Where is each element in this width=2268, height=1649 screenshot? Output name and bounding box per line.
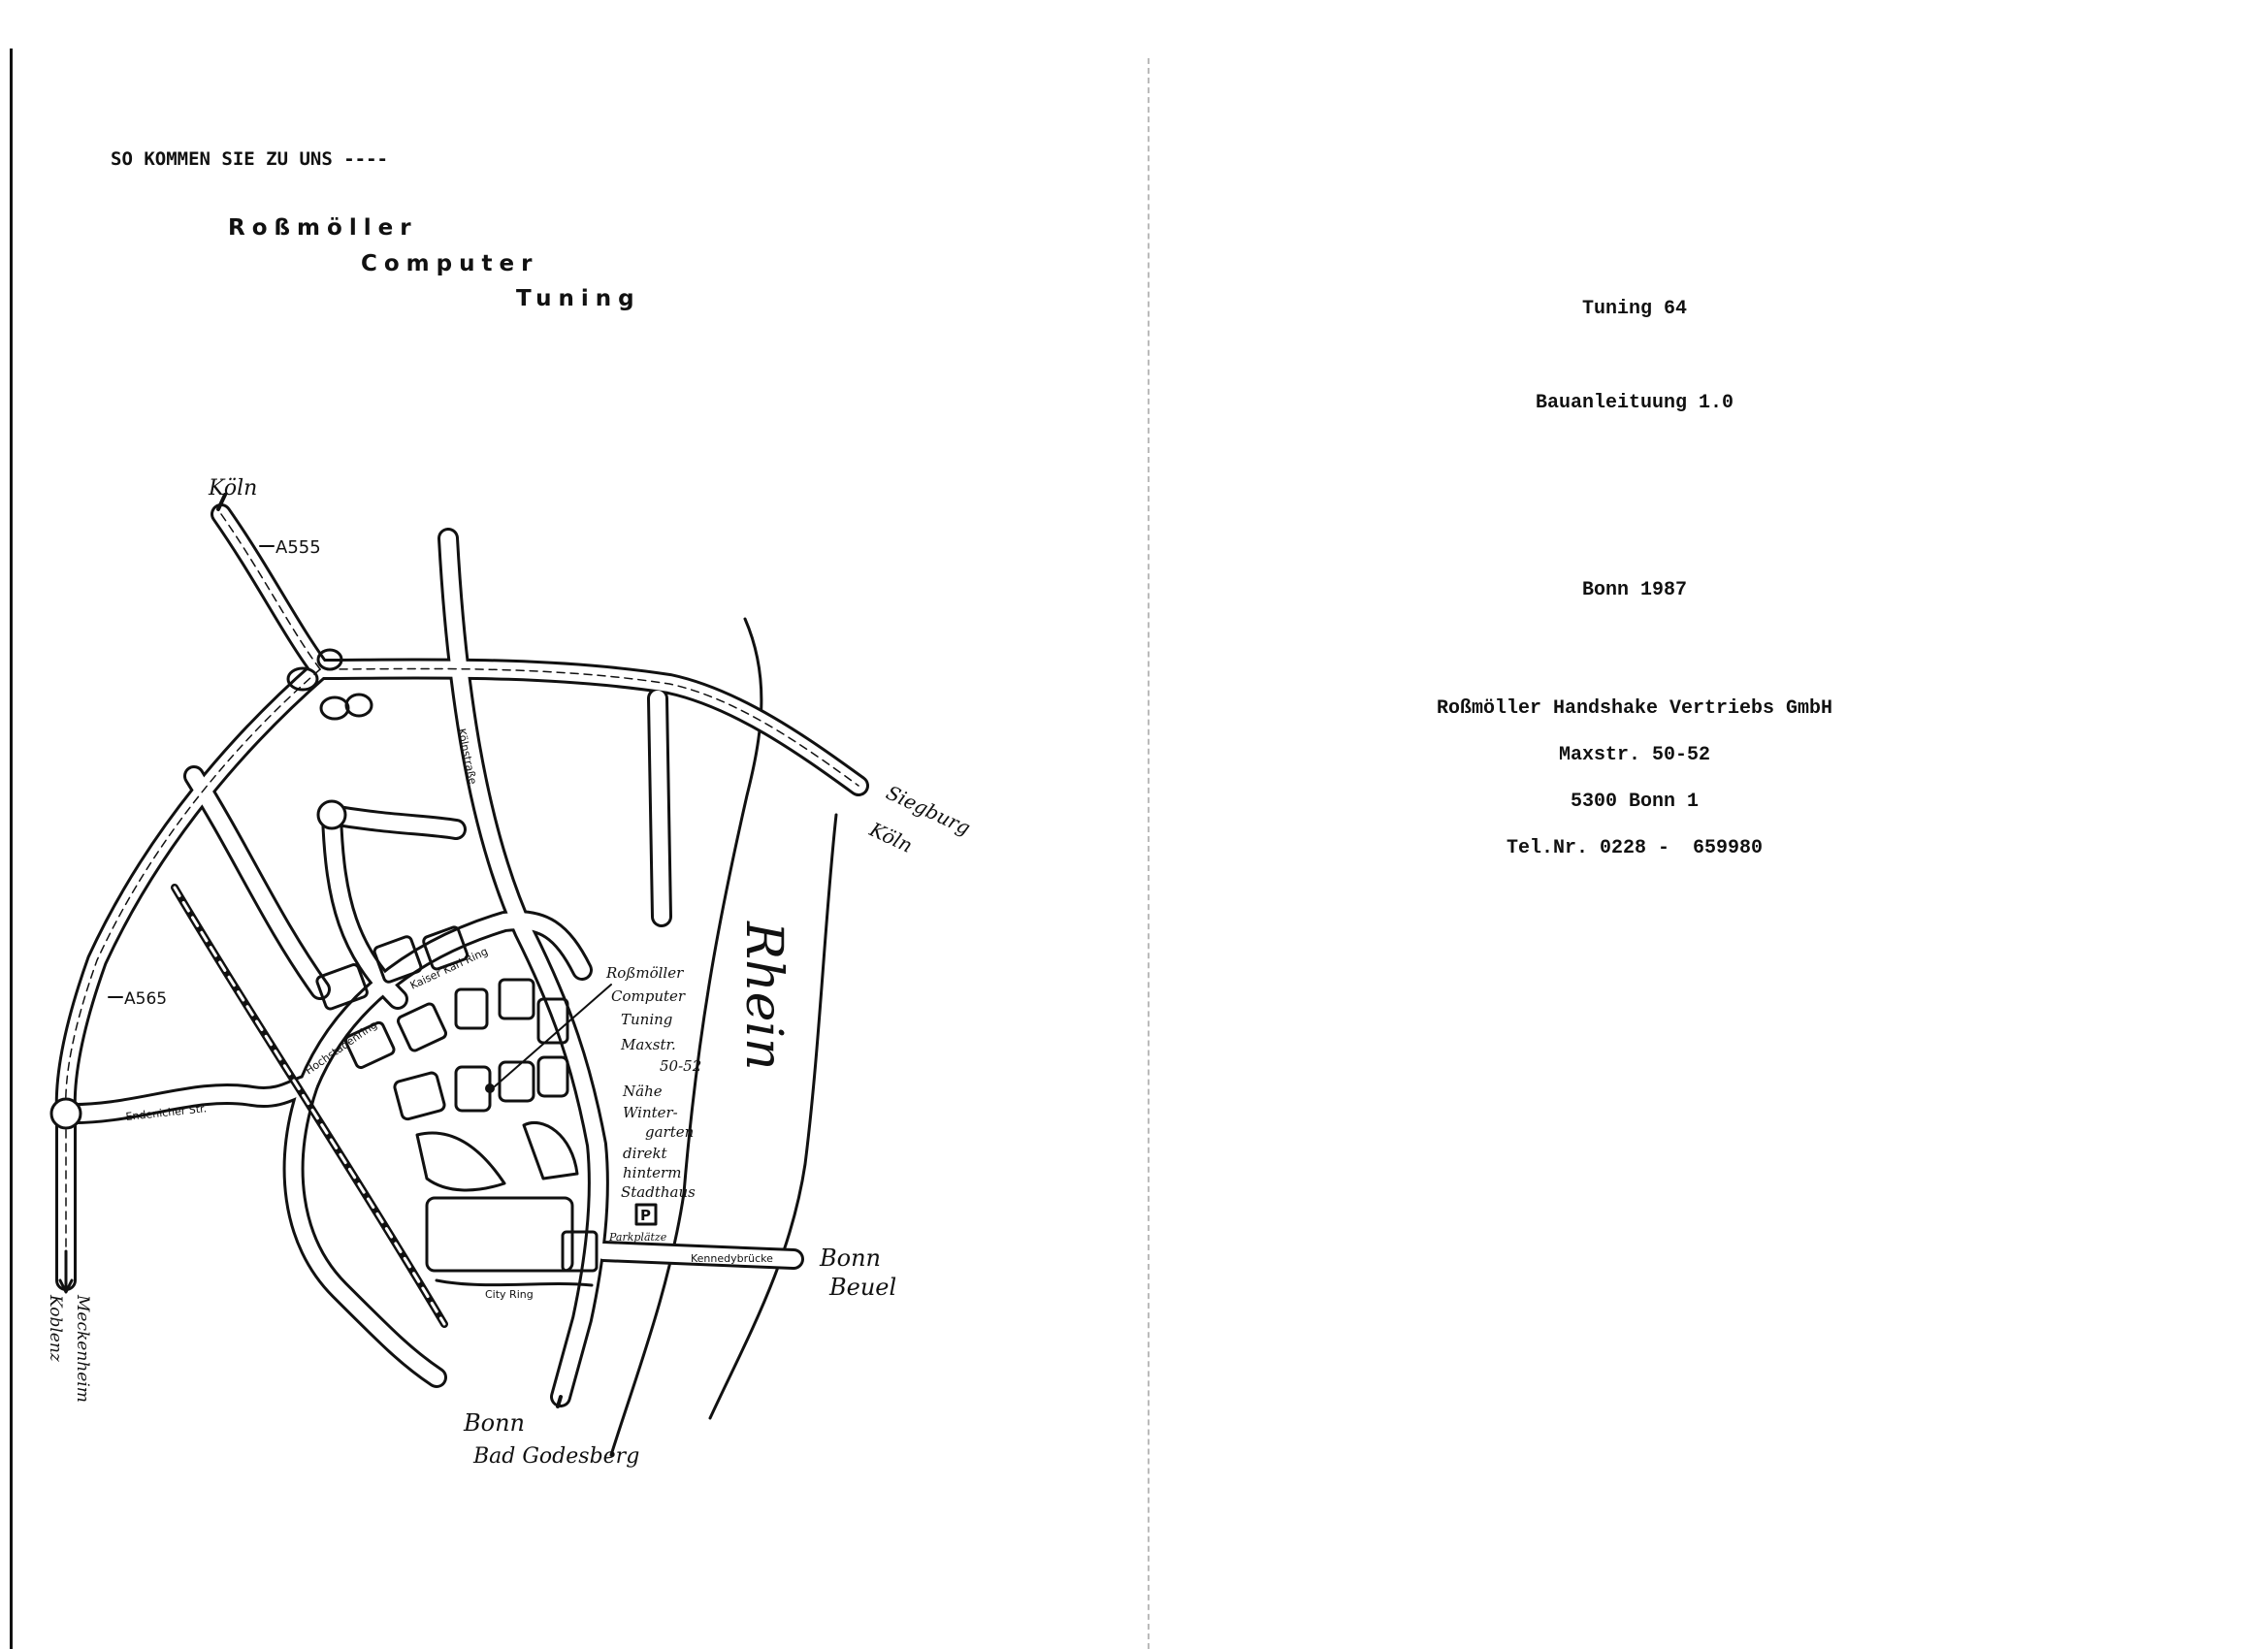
a565-highway [54, 659, 331, 1291]
place-year: Bonn 1987 [1581, 579, 1688, 601]
annotation-line: hinterm [623, 1164, 681, 1181]
company-name: Roßmöller Handshake Vertriebs GmbH [1436, 697, 1833, 720]
label-meckenheim: Meckenheim [73, 1294, 92, 1403]
annotation-line: Computer [611, 987, 686, 1005]
label-godesberg-1: Bonn [463, 1409, 525, 1437]
label-godesberg-2: Bad Godesberg [472, 1444, 639, 1469]
arrow-godesberg [556, 1395, 563, 1408]
street-city-ring: City Ring [485, 1288, 534, 1301]
label-bonn-beuel-2: Beuel [828, 1274, 896, 1301]
directions-heading: SO KOMMEN SIE ZU UNS ---- [111, 148, 388, 170]
label-parking: Parkplätze [608, 1231, 667, 1244]
label-siegburg-koeln: Köln [865, 817, 916, 857]
logo-line-computer: Computer [361, 251, 539, 276]
logo-line-rossmoeller: Roßmöller [228, 215, 418, 241]
annotation-line: Maxstr. [620, 1036, 676, 1053]
annotation-line: 50-52 [660, 1057, 701, 1075]
label-bonn-beuel-1: Bonn [819, 1245, 881, 1272]
location-pointer-line [494, 984, 612, 1087]
annotation-line: Roßmöller [605, 964, 684, 982]
page-fold-divider [1148, 58, 1150, 1649]
parking-icon [634, 1203, 658, 1226]
rhine-right-bank [708, 813, 838, 1420]
company-street: Maxstr. 50-52 [1558, 744, 1711, 766]
logo-line-tuning: Tuning [516, 286, 641, 311]
roundabout-west [49, 1097, 82, 1130]
label-a555: A555 [275, 537, 321, 558]
company-phone: Tel.Nr. 0228 - 659980 [1506, 837, 1764, 859]
annotation-line: Tuning [621, 1011, 672, 1028]
southwest-road [282, 1074, 447, 1388]
roundabout-north [316, 799, 347, 830]
booklet-title: Tuning 64 [1581, 298, 1688, 320]
label-koeln: Köln [208, 476, 257, 501]
company-city: 5300 Bonn 1 [1570, 791, 1700, 813]
arrow-koblenz [58, 1249, 74, 1294]
label-a565: A565 [124, 989, 167, 1009]
parking-symbol: P [640, 1207, 651, 1224]
label-koblenz: Koblenz [46, 1294, 65, 1363]
location-marker [485, 1083, 495, 1093]
page-edge-line [10, 48, 13, 1649]
city-blocks [315, 925, 599, 1287]
interchange-cloverleaf [286, 648, 373, 721]
annotation-line: direkt [623, 1145, 668, 1162]
arrow-koeln [216, 493, 227, 511]
annotation-line: Nähe [622, 1083, 663, 1100]
street-kennedy: Kennedybrücke [691, 1252, 773, 1265]
annotation-line: Stadthaus [621, 1183, 696, 1201]
booklet-subtitle: Bauanleituung 1.0 [1535, 392, 1734, 414]
annotation-line: Winter- [623, 1104, 678, 1121]
annotation-line: garten [645, 1123, 694, 1141]
label-rhein: Rhein [734, 921, 793, 1071]
